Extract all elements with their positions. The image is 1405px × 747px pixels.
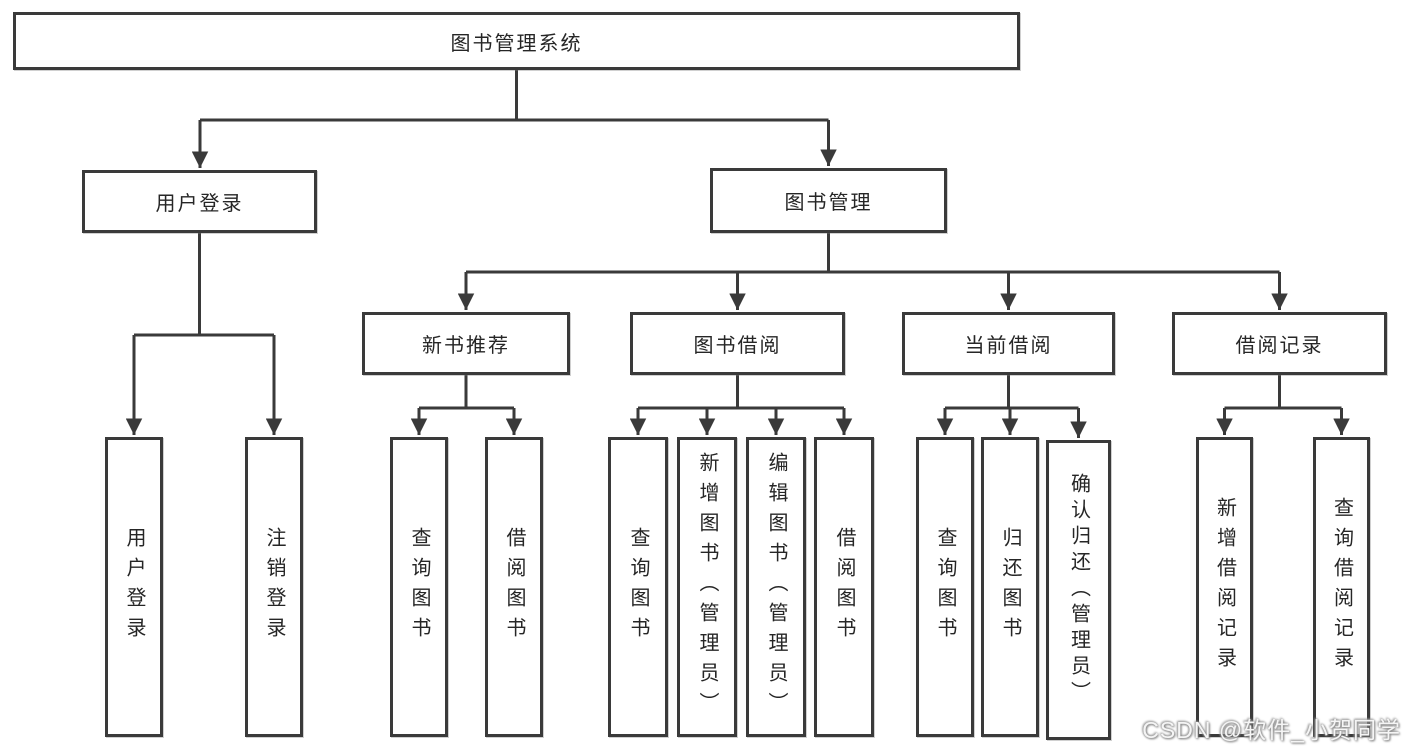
leaf-logout: 注销登录 bbox=[245, 437, 303, 737]
node-book-borrowing: 图书借阅 bbox=[630, 312, 845, 375]
leaf-records-query-borrow-record: 查询借阅记录 bbox=[1313, 437, 1370, 737]
leaf-newbook-query-books: 查询图书 bbox=[390, 437, 448, 737]
leaf-borrowing-borrow-books: 借阅图书 bbox=[814, 437, 874, 737]
leaf-newbook-borrow-books: 借阅图书 bbox=[485, 437, 543, 737]
node-borrowing-records: 借阅记录 bbox=[1172, 312, 1387, 375]
connectors bbox=[125, 70, 1350, 438]
leaf-records-add-borrow-record: 新增借阅记录 bbox=[1196, 437, 1253, 737]
leaf-current-return-books: 归还图书 bbox=[981, 437, 1039, 737]
leaf-user-login: 用户登录 bbox=[105, 437, 163, 737]
leaf-borrowing-add-books-admin: 新增图书（管理员） bbox=[677, 437, 737, 737]
leaf-borrowing-edit-books-admin: 编辑图书（管理员） bbox=[746, 437, 806, 737]
node-book-management: 图书管理 bbox=[710, 168, 947, 233]
node-user-login: 用户登录 bbox=[82, 170, 317, 233]
node-library-management-system: 图书管理系统 bbox=[13, 12, 1020, 70]
leaf-current-confirm-return-admin: 确认归还（管理员） bbox=[1046, 440, 1111, 740]
leaf-current-query-books: 查询图书 bbox=[916, 437, 974, 737]
node-new-book-recommend: 新书推荐 bbox=[362, 312, 570, 375]
node-current-borrowing: 当前借阅 bbox=[902, 312, 1115, 375]
leaf-borrowing-query-books: 查询图书 bbox=[608, 437, 668, 737]
csdn-watermark: CSDN @软件_小贺同学 bbox=[1142, 717, 1401, 743]
